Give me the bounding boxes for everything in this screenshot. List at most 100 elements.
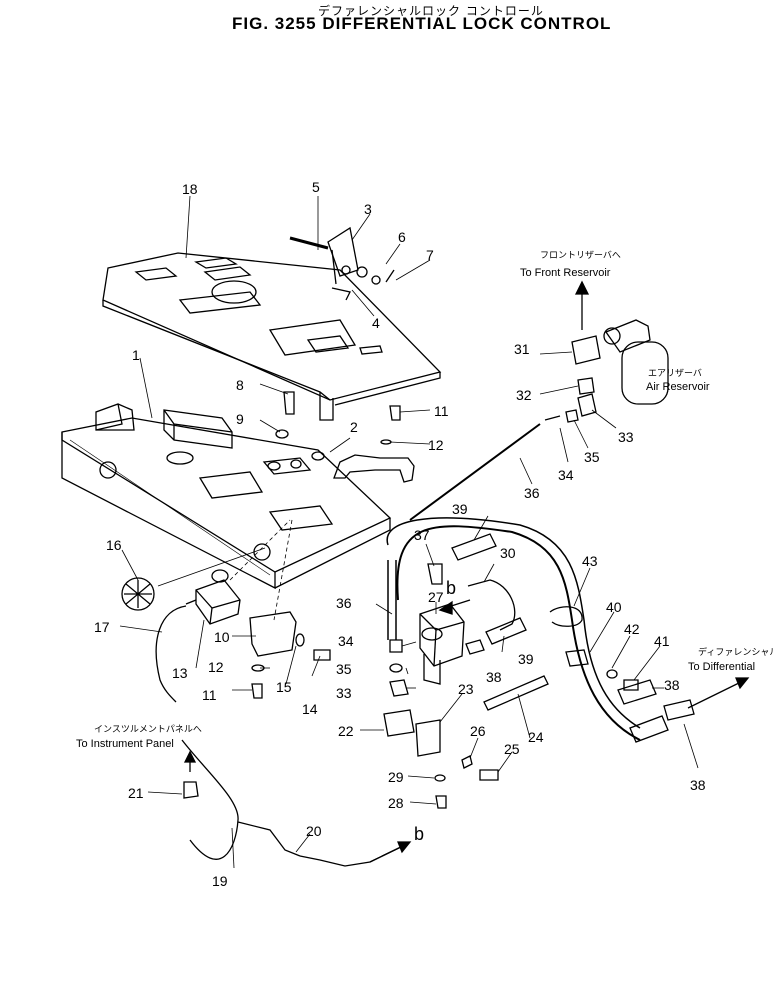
callout-21: 21	[128, 785, 144, 801]
part-17-harness	[155, 605, 187, 703]
callout-36-lower: 36	[336, 595, 352, 611]
instrument-panel-jp: インスツルメントパネルへ	[94, 724, 202, 735]
front-reservoir-jp: フロントリザーバへ	[540, 250, 621, 261]
connector-b-lower: b	[414, 824, 424, 844]
callout-36-upper: 36	[524, 485, 540, 501]
part-39-fitting-lower	[485, 617, 527, 645]
part-18-cover-plate	[102, 252, 442, 421]
hose-main	[396, 525, 641, 741]
callout-11-upper: 11	[434, 403, 449, 419]
part-34-fitting	[544, 415, 561, 421]
arrow-b-upper	[438, 599, 471, 615]
callout-11-lower: 11	[202, 687, 217, 703]
part-11-bolt-lower	[251, 683, 263, 699]
callout-10: 10	[214, 629, 230, 645]
callout-43: 43	[582, 553, 598, 569]
connector-b-upper: b	[446, 578, 456, 598]
callout-38-center: 38	[486, 669, 502, 685]
callout-15: 15	[276, 679, 292, 695]
callout-30: 30	[500, 545, 516, 561]
dashed-leader-10	[273, 519, 293, 621]
part-21-connector	[183, 781, 199, 799]
front-reservoir-label: To Front Reservoir	[520, 267, 611, 279]
callout-42: 42	[624, 621, 640, 637]
callout-41: 41	[654, 633, 670, 649]
callout-37: 37	[414, 527, 430, 543]
title-japanese: デファレンシャルロック コントロール	[318, 4, 544, 18]
arrow-to-differential	[687, 677, 750, 709]
leader-16	[157, 547, 266, 587]
callout-31: 31	[514, 341, 530, 357]
arrow-to-instrument-panel	[183, 750, 197, 772]
part-2-pipe	[333, 454, 415, 483]
part-32-fitting	[577, 377, 595, 395]
callout-28: 28	[388, 795, 404, 811]
callout-6: 6	[398, 229, 406, 245]
callout-33-right: 33	[618, 429, 634, 445]
callout-34-center: 34	[338, 633, 354, 649]
part-14-bolt	[313, 649, 331, 661]
callout-19: 19	[212, 873, 228, 889]
callout-20: 20	[306, 823, 322, 839]
callout-32: 32	[516, 387, 532, 403]
arrow-b-lower	[369, 841, 412, 863]
part-34-fitting-lower	[389, 639, 403, 653]
callout-25: 25	[504, 741, 520, 757]
callout-16: 16	[106, 537, 122, 553]
part-40-clamp	[565, 649, 589, 667]
part-43-clamp	[549, 606, 583, 627]
callout-14: 14	[302, 701, 318, 717]
part-19-harness	[181, 739, 239, 860]
part-19-harness-branch	[237, 821, 301, 857]
callout-38-right-lower: 38	[690, 777, 706, 793]
part-1-housing	[61, 403, 392, 590]
callout-39-lower: 39	[518, 651, 534, 667]
differential-jp: ディファレンシャルへ	[698, 646, 774, 658]
arrow-to-front-reservoir	[574, 280, 590, 330]
part-38-fitting-right-lower	[629, 715, 669, 743]
air-reservoir-jp: エアリザーバ	[648, 368, 702, 379]
part-38-fitting-center	[465, 639, 485, 655]
part-33-elbow-right	[577, 393, 597, 417]
part-23-bracket	[415, 719, 441, 757]
callout-7: 7	[426, 247, 434, 263]
callout-29: 29	[388, 769, 404, 785]
part-13-switch	[185, 569, 241, 625]
callout-4: 4	[372, 315, 380, 331]
part-42-washer	[606, 669, 618, 679]
dashed-leader-13	[229, 519, 291, 581]
callout-12-lower: 12	[208, 659, 224, 675]
callout-2: 2	[350, 419, 358, 435]
air-reservoir-label: Air Reservoir	[646, 381, 710, 393]
part-25-bolt	[479, 769, 499, 781]
callout-27: 27	[428, 589, 444, 605]
callout-34-right: 34	[558, 467, 574, 483]
part-38-fitting-right	[663, 699, 695, 721]
part-39-fitting-upper	[451, 533, 497, 561]
callout-35-center: 35	[336, 661, 352, 677]
part-36-tube-long	[409, 423, 541, 521]
callout-18: 18	[182, 181, 198, 197]
callout-40: 40	[606, 599, 622, 615]
callout-9: 9	[236, 411, 244, 427]
callout-35-right: 35	[584, 449, 600, 465]
callout-38-right-upper: 38	[664, 677, 680, 693]
callout-leaders	[119, 195, 699, 869]
fasteners-upper	[267, 391, 401, 471]
part-35-washer	[389, 663, 403, 673]
part-31-valve	[571, 335, 601, 365]
callout-5: 5	[312, 179, 320, 195]
part-38-fitting-right-upper	[617, 679, 657, 705]
callout-39-upper: 39	[452, 501, 468, 517]
part-27-solenoid-valve	[419, 603, 465, 685]
callout-3: 3	[364, 201, 372, 217]
part-10-bracket	[249, 611, 297, 657]
callout-24: 24	[528, 729, 544, 745]
part-20-harness	[299, 844, 406, 867]
callout-1: 1	[132, 347, 140, 363]
part-35-fitting-right	[565, 409, 579, 423]
part-3-lever	[289, 226, 395, 301]
part-41-bolt	[623, 679, 639, 691]
